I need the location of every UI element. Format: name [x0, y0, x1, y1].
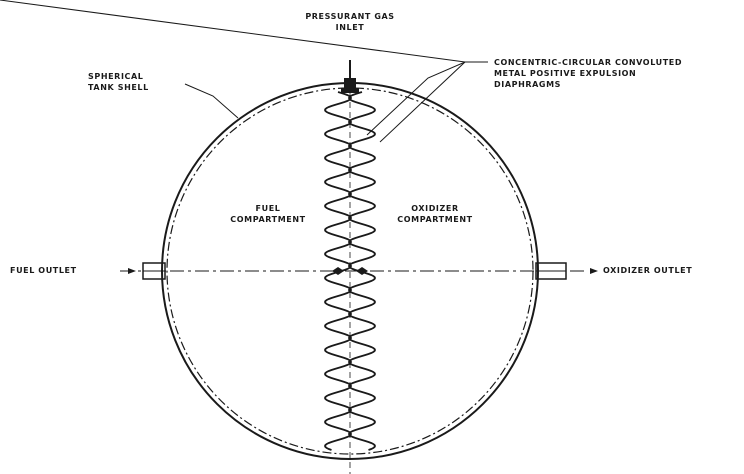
oxidizer-compartment-line-2: COMPARTMENT: [397, 215, 473, 224]
leader-lines: [0, 0, 488, 143]
tank-shell-label: SPHERICAL TANK SHELL: [88, 71, 149, 93]
fuel-compartment-label: FUEL COMPARTMENT: [218, 203, 318, 225]
tank-shell-line-1: SPHERICAL: [88, 72, 144, 81]
fuel-compartment-line-2: COMPARTMENT: [230, 215, 306, 224]
tank-shell-line-2: TANK SHELL: [88, 83, 149, 92]
oxidizer-compartment-line-1: OXIDIZER: [411, 204, 459, 213]
diaphragms-label: CONCENTRIC-CIRCULAR CONVOLUTED METAL POS…: [494, 57, 682, 90]
pressurant-gas-inlet-fitting: [341, 60, 359, 93]
pressurant-gas-inlet-line-2: INLET: [335, 23, 365, 32]
oxidizer-outlet-fitting: [535, 262, 598, 280]
fuel-compartment-line-1: FUEL: [255, 204, 281, 213]
diaphragm-center-seam: [332, 267, 368, 275]
fuel-outlet-label: FUEL OUTLET: [10, 265, 77, 276]
pressurant-gas-inlet-label: PRESSURANT GAS INLET: [300, 11, 400, 33]
oxidizer-compartment-label: OXIDIZER COMPARTMENT: [380, 203, 490, 225]
diaphragms-line-1: CONCENTRIC-CIRCULAR CONVOLUTED: [494, 58, 683, 67]
diaphragms-line-3: DIAPHRAGMS: [494, 80, 562, 89]
fuel-outlet-text: FUEL OUTLET: [10, 266, 77, 275]
oxidizer-outlet-label: OXIDIZER OUTLET: [603, 265, 692, 276]
diaphragms-line-2: METAL POSITIVE EXPULSION: [494, 69, 637, 78]
pressurant-gas-inlet-line-1: PRESSURANT GAS: [305, 12, 395, 21]
oxidizer-outlet-text: OXIDIZER OUTLET: [603, 266, 693, 275]
fuel-outlet-fitting: [128, 262, 166, 280]
